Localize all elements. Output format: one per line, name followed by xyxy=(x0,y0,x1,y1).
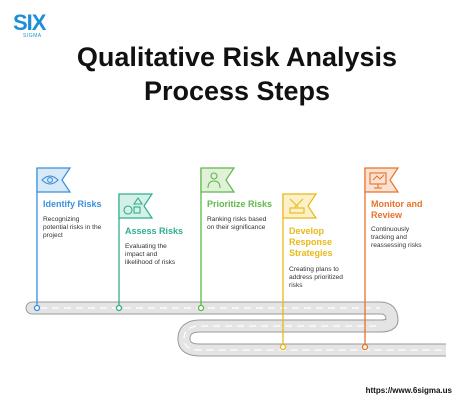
pole-dot-5 xyxy=(361,343,369,351)
step-3-title: Prioritize Risks xyxy=(207,199,273,209)
step-1-desc: Recognizing potential risks in the proje… xyxy=(43,216,101,240)
page-title: Qualitative Risk Analysis Process Steps xyxy=(0,40,474,108)
step-3-desc-line: Ranking risks based xyxy=(207,216,267,223)
step-1-desc-line: Recognizing xyxy=(43,216,80,223)
step-1-title: Identify Risks xyxy=(43,199,102,209)
step-4-title: Develop Response Strategies xyxy=(289,226,333,259)
step-2-desc-line: likelihood of risks xyxy=(125,259,176,266)
monitor-icon xyxy=(369,172,387,189)
step-5-desc-line: tracking and xyxy=(371,234,407,241)
step-2-title: Assess Risks xyxy=(125,226,184,236)
flag-1 xyxy=(36,167,72,193)
person-icon xyxy=(207,172,221,189)
step-4-desc: Creating plans to address prioritized ri… xyxy=(289,266,343,290)
step-3-desc-line: on their significance xyxy=(207,224,266,231)
step-4-title-line: Response xyxy=(289,237,333,247)
step-5-desc: Continuously tracking and reassessing ri… xyxy=(371,226,422,250)
step-4-title-line: Strategies xyxy=(289,248,333,258)
step-4-desc-line: address prioritized xyxy=(289,274,343,281)
step-5-desc-line: Continuously xyxy=(371,226,410,233)
pole-dot-3 xyxy=(197,304,205,312)
step-1-desc-line: project xyxy=(43,232,63,239)
step-2-desc-line: impact and xyxy=(125,251,158,258)
flag-5 xyxy=(364,167,400,193)
step-3-desc: Ranking risks based on their significanc… xyxy=(207,216,266,232)
step-2-desc-line: Evaluating the xyxy=(125,243,167,250)
step-1-desc-line: potential risks in the xyxy=(43,224,102,231)
road-bend xyxy=(177,318,446,357)
pole-dot-2 xyxy=(115,304,123,312)
logo-brand: SIX xyxy=(13,10,46,35)
tools-icon xyxy=(289,198,305,214)
shapes-icon xyxy=(123,197,144,215)
step-5-title: Monitor and Review xyxy=(371,199,423,221)
step-5-title-line: Review xyxy=(371,210,403,220)
step-4-title-line: Develop xyxy=(289,226,325,236)
flag-2 xyxy=(118,193,154,219)
title-line-2: Process Steps xyxy=(143,76,331,106)
road-top xyxy=(25,301,399,327)
step-5-title-line: Monitor and xyxy=(371,199,423,209)
sixsigma-logo: SIX SIGMA xyxy=(13,10,51,39)
logo-sub: SIGMA xyxy=(23,33,42,39)
eye-icon xyxy=(41,175,59,185)
step-2-desc: Evaluating the impact and likelihood of … xyxy=(125,243,175,267)
title-line-1: Qualitative Risk Analysis xyxy=(76,42,398,72)
pole-dot-1 xyxy=(33,304,41,312)
step-5-desc-line: reassessing risks xyxy=(371,242,422,249)
flag-4 xyxy=(282,193,318,219)
flag-3 xyxy=(200,167,236,193)
step-4-desc-line: risks xyxy=(289,282,303,289)
pole-dot-4 xyxy=(279,343,287,351)
source-url[interactable]: https://www.6sigma.us xyxy=(365,386,452,395)
step-4-desc-line: Creating plans to xyxy=(289,266,339,273)
